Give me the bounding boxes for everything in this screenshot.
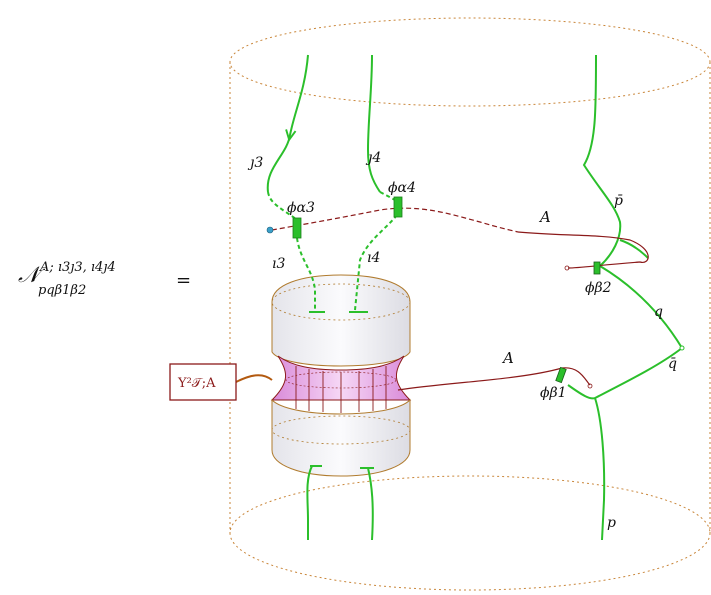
cylinder-frame xyxy=(229,17,711,591)
strand-i3-dashed xyxy=(296,237,316,310)
label-A-lower: A xyxy=(501,349,514,367)
strand-bottom-left xyxy=(306,465,313,540)
green-strands xyxy=(266,54,683,541)
strand-A-upper-solid xyxy=(517,231,649,269)
label-q: q xyxy=(654,304,663,320)
phi-beta2-block xyxy=(593,261,601,275)
y-box: Y²𝒯;A xyxy=(169,363,237,401)
strand-bottom-right xyxy=(367,467,374,541)
strand-labels: ȷ3 ȷ4 ı3 ı4 ϕα3 ϕα4 ϕβ2 ϕβ1 A A p̄ q q̄ … xyxy=(247,150,677,531)
label-j3: ȷ3 xyxy=(247,155,263,171)
strand-box-connector xyxy=(235,374,273,383)
strand-p-bar xyxy=(582,54,622,267)
strand-j3 xyxy=(266,54,309,193)
strand-p xyxy=(594,397,606,541)
cylinder-bottom-ellipse xyxy=(229,475,711,591)
left-endpoint-dot xyxy=(266,226,274,234)
label-i4: ı4 xyxy=(367,250,380,266)
vessel-bottom-shell xyxy=(271,398,411,477)
label-p-bar: p̄ xyxy=(614,193,623,209)
label-phi-alpha4: ϕα4 xyxy=(388,180,416,196)
strand-A-lower xyxy=(397,367,591,391)
central-vessel xyxy=(270,274,412,477)
label-j4: ȷ4 xyxy=(365,150,381,166)
beta1-endpoint-dot xyxy=(587,383,593,389)
strand-q xyxy=(599,265,683,349)
q-corner-dot xyxy=(679,345,685,351)
strand-q-bar xyxy=(567,347,683,400)
vessel-bottom-rim xyxy=(271,415,411,445)
vessel-top-shell xyxy=(271,274,411,367)
node-blocks xyxy=(266,196,685,389)
label-i3: ı3 xyxy=(272,256,285,272)
label-phi-alpha3: ϕα3 xyxy=(287,200,315,216)
phi-alpha4-block xyxy=(393,196,403,218)
lhs-expression: 𝒩 A; ı3ȷ3, ı4ȷ4 pqβ1β2 = xyxy=(18,260,191,298)
phi-alpha3-block xyxy=(292,217,302,239)
strand-i4-dashed xyxy=(354,214,398,311)
beta2-endpoint-dot xyxy=(564,265,570,271)
strand-j4 xyxy=(366,54,381,193)
lhs-superscript: A; ı3ȷ3, ı4ȷ4 xyxy=(39,260,116,275)
phi-beta1-block xyxy=(555,366,567,384)
label-q-bar: q̄ xyxy=(668,356,677,372)
label-A-upper: A xyxy=(538,208,551,226)
label-p: p xyxy=(607,515,616,531)
lhs-equals: = xyxy=(176,270,191,291)
vessel-top-rim xyxy=(271,283,411,321)
strand-p-bar-hook xyxy=(619,239,649,259)
lhs-subscript: pqβ1β2 xyxy=(38,283,86,298)
label-phi-beta1: ϕβ1 xyxy=(540,385,567,401)
y-box-label: Y²𝒯;A xyxy=(177,376,216,391)
label-phi-beta2: ϕβ2 xyxy=(585,280,612,296)
y-box-frame xyxy=(169,363,237,401)
vessel-waist-ribs xyxy=(295,366,387,413)
